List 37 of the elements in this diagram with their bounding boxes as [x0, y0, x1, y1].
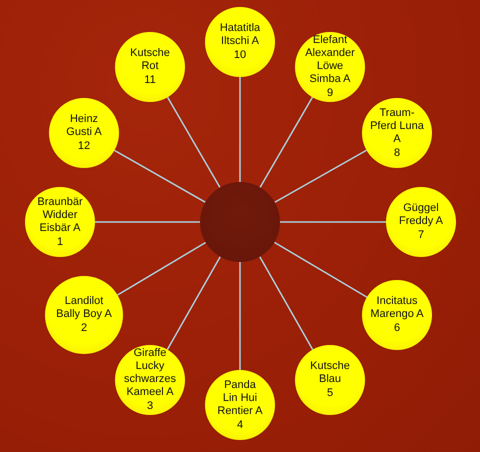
animal-name: Kutsche Blau — [309, 360, 351, 386]
animal-name: Panda Lin Hui Rentier A — [216, 378, 264, 418]
number-text: 11 — [144, 73, 156, 87]
animal-name: Giraffe Lucky schwarzes Kameel A — [123, 347, 177, 399]
animal-name: Güggel Freddy A — [398, 202, 444, 228]
animal-name: Kutsche Rot — [129, 47, 171, 73]
connector-line — [259, 256, 314, 350]
animal-name: Hatatitla Iltschi A — [218, 22, 262, 48]
number-text: 8 — [394, 146, 400, 160]
number-text: 9 — [326, 86, 334, 100]
animal-name: Landilot Bally Boy A — [55, 295, 113, 321]
connector-line — [166, 256, 221, 350]
animal-name: Incitatus Marengo A — [369, 295, 425, 321]
animal-name: Elefant Alexander Löwe Simba A — [304, 34, 356, 86]
connector-line — [114, 150, 206, 203]
connector-line — [274, 150, 367, 203]
number-text: 2 — [80, 321, 88, 335]
connector-line — [239, 77, 241, 182]
connector-line — [239, 262, 241, 370]
connector-line — [274, 242, 368, 298]
number-text: 7 — [418, 228, 424, 242]
number-text: 3 — [146, 399, 154, 413]
connector-line — [259, 96, 314, 188]
hub-circle — [200, 182, 280, 262]
number-text: 6 — [394, 321, 400, 335]
number-text: 1 — [56, 234, 64, 248]
animal-name: Braunbär Widder Eisbär A — [36, 196, 84, 234]
connector-line — [117, 242, 206, 296]
number-text: 10 — [234, 48, 246, 62]
connector-line — [95, 221, 200, 223]
animal-name: Heinz Gusti A — [65, 113, 103, 139]
number-text: 5 — [326, 386, 334, 400]
animal-name: Traum- Pferd Luna A — [370, 106, 424, 146]
number-text: 12 — [78, 139, 90, 153]
connector-line — [166, 96, 221, 188]
number-text: 4 — [236, 418, 244, 432]
connector-line — [280, 221, 386, 223]
